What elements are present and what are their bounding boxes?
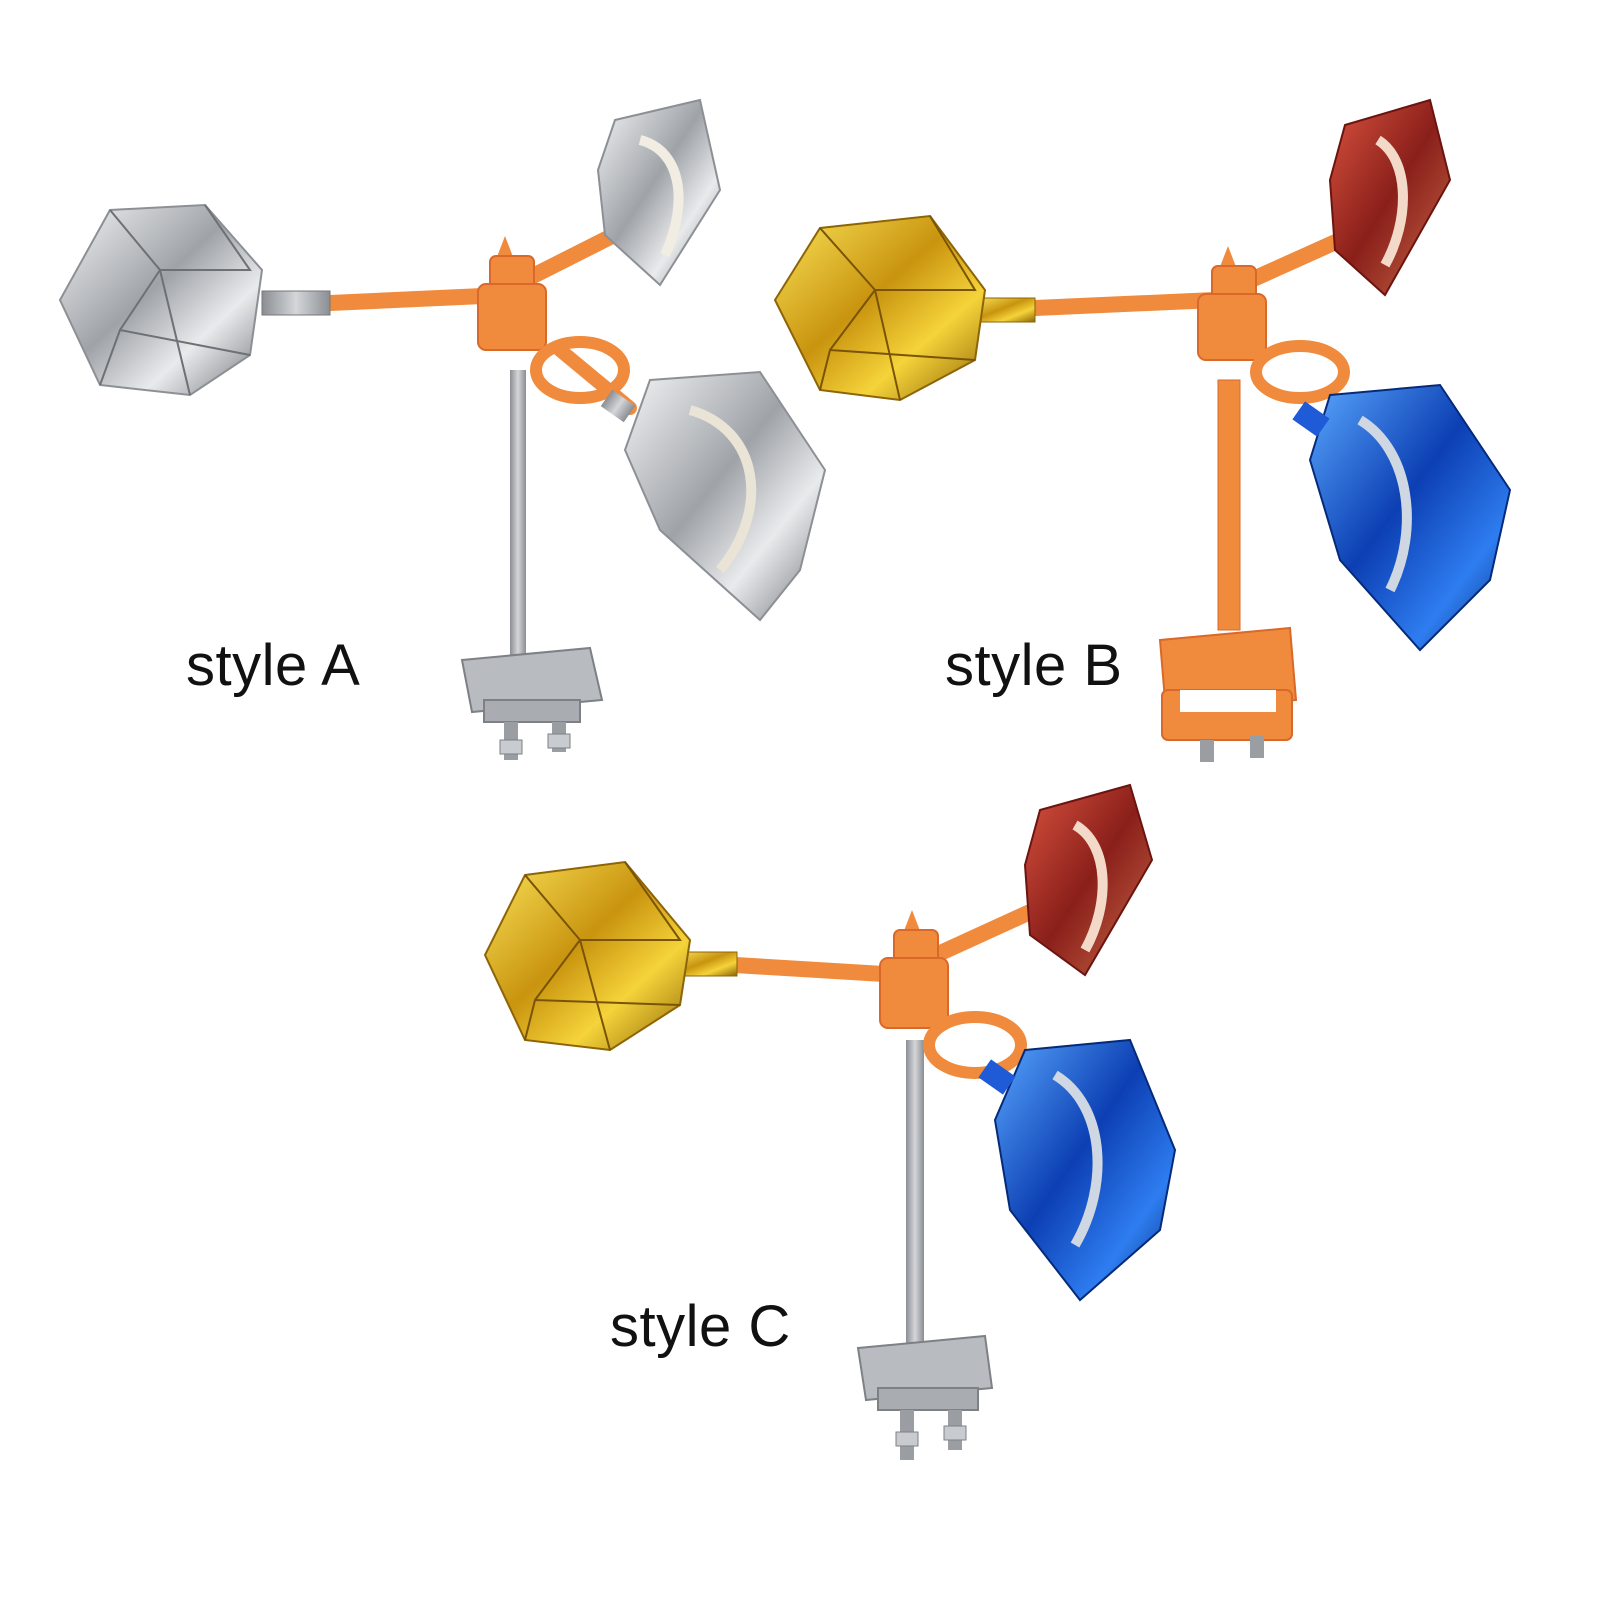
metal-clamp — [460, 646, 604, 760]
caption-style-c: style C — [610, 1294, 791, 1359]
cup-gold-sphere — [773, 214, 987, 402]
caption-style-a: style A — [186, 633, 361, 698]
arm-upper-right — [917, 904, 1038, 968]
arm-left — [727, 957, 908, 983]
rod — [510, 370, 526, 670]
hub — [879, 910, 1027, 1079]
cup-blue — [978, 1038, 1177, 1302]
arm-left — [322, 287, 513, 311]
arm-upper-right — [517, 224, 628, 288]
cup-silver-sphere — [58, 203, 264, 397]
arm-collar — [261, 290, 331, 316]
caption-style-b: style B — [945, 633, 1123, 698]
anemometer-style-c — [483, 783, 1177, 1460]
arm-collar — [974, 297, 1036, 323]
cup-silver-upper — [596, 98, 722, 287]
hub — [1197, 246, 1350, 404]
cup-silver-lower — [600, 370, 827, 622]
anemometer-style-b — [773, 98, 1512, 762]
cup-red — [1023, 783, 1154, 977]
anemometer-style-a — [58, 98, 827, 760]
rod — [906, 1040, 924, 1370]
orange-clamp — [1158, 626, 1298, 762]
cup-red — [1328, 98, 1452, 297]
metal-clamp — [856, 1334, 994, 1460]
rod — [1217, 379, 1241, 631]
cup-blue — [1292, 383, 1512, 652]
hub — [477, 236, 630, 404]
arm-left — [1027, 292, 1223, 316]
cup-gold-sphere — [483, 860, 692, 1052]
